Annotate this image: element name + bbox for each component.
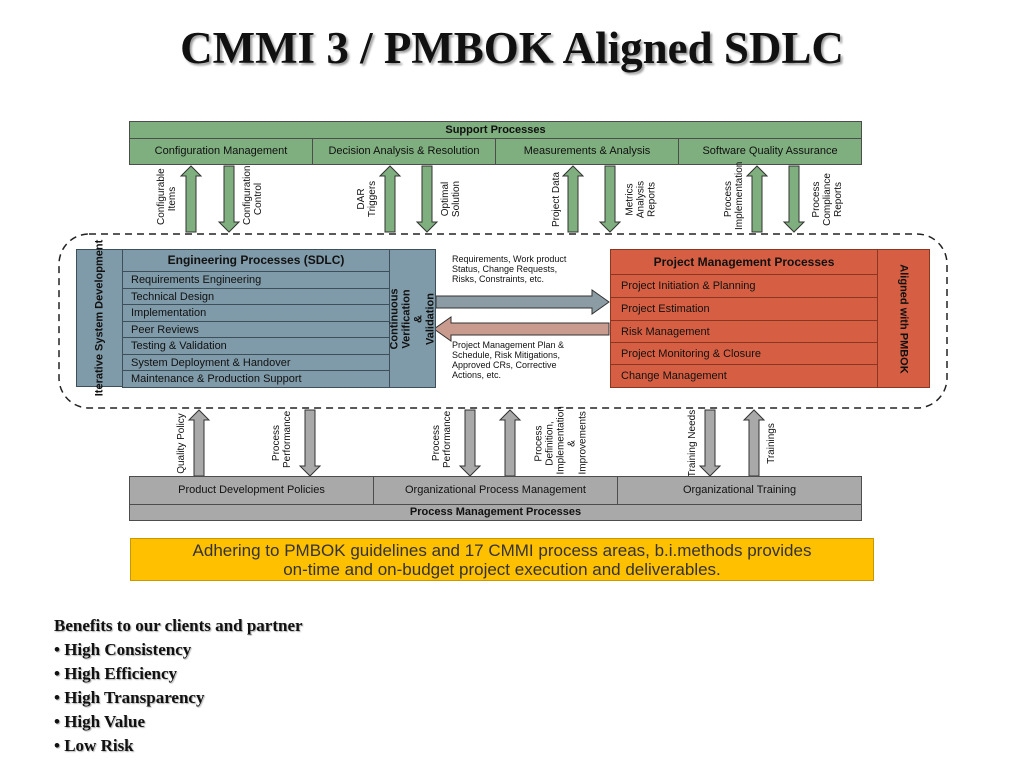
label-process-performance-1: Process Performance <box>271 410 293 468</box>
label-project-data: Project Data <box>551 171 563 227</box>
arrow-up-quality-policy <box>187 409 211 477</box>
label-trainings: Trainings <box>765 422 777 464</box>
arrow-down-process-performance-2 <box>458 409 482 477</box>
label-optimal-solution: Optimal Solution <box>440 180 463 218</box>
pm-header: Project Management Processes <box>610 249 878 275</box>
banner-line-1: Adhering to PMBOK guidelines and 17 CMMI… <box>192 540 812 560</box>
label-metrics-analysis-reports: Metrics Analysis Reports <box>624 180 658 218</box>
benefits-heading: Benefits to our clients and partner <box>54 616 303 635</box>
label-process-compliance-reports: Process Compliance Reports <box>810 172 844 226</box>
label-configurable-items: Configurable Items <box>156 168 178 225</box>
pm-item-monitoring-closure: Project Monitoring & Closure <box>610 342 878 365</box>
arrow-up-configurable-items <box>179 165 203 233</box>
pm-cell-product-development-policies: Product Development Policies <box>129 476 374 505</box>
benefit-item: • Low Risk <box>54 736 134 755</box>
label-quality-policy: Quality Policy <box>175 412 187 474</box>
eng-item-testing-validation: Testing & Validation <box>122 337 390 355</box>
support-cell-decision-analysis: Decision Analysis & Resolution <box>312 138 496 165</box>
summary-banner: Adhering to PMBOK guidelines and 17 CMMI… <box>130 538 874 581</box>
page-title: CMMI 3 / PMBOK Aligned SDLC <box>180 23 844 73</box>
label-training-needs: Training Needs <box>687 409 699 477</box>
eng-item-technical-design: Technical Design <box>122 288 390 305</box>
arrow-up-project-data <box>561 165 585 233</box>
benefit-item: • High Transparency <box>54 688 205 707</box>
pm-item-estimation: Project Estimation <box>610 297 878 321</box>
pm-cell-organizational-training: Organizational Training <box>617 476 862 505</box>
arrow-up-trainings <box>742 409 766 477</box>
pm-cell-organizational-process-management: Organizational Process Management <box>373 476 618 505</box>
banner-line-2: on-time and on-budget project execution … <box>283 559 721 579</box>
arrow-down-optimal-solution <box>415 165 439 233</box>
benefits-list: Benefits to our clients and partner • Hi… <box>54 614 303 758</box>
arrow-down-training-needs <box>698 409 722 477</box>
iterative-system-development-label: Iterative System Development <box>76 240 123 396</box>
label-dar-triggers: DAR Triggers <box>356 180 379 218</box>
support-cell-software-quality-assurance: Software Quality Assurance <box>678 138 862 165</box>
arrow-right-to-pm <box>435 289 610 315</box>
aligned-with-pmbok-label: Aligned with PMBOK <box>877 249 930 388</box>
continuous-verification-label: Continuous Verification & Validation <box>389 249 437 388</box>
pm-item-change-management: Change Management <box>610 364 878 388</box>
arrow-down-configuration-control <box>217 165 241 233</box>
arrow-down-metrics-analysis <box>598 165 622 233</box>
flow-note-to-engineering: Project Management Plan & Schedule, Risk… <box>452 340 565 380</box>
eng-item-maintenance: Maintenance & Production Support <box>122 370 390 388</box>
label-process-definition: Process Definition, Implementation & Imp… <box>533 405 589 474</box>
arrow-up-dar-triggers <box>378 165 402 233</box>
arrow-up-process-implementation <box>745 165 769 233</box>
system-boundary <box>58 233 948 409</box>
eng-item-requirements: Requirements Engineering <box>122 271 390 289</box>
benefit-item: • High Value <box>54 712 145 731</box>
label-process-performance-2: Process Performance <box>431 410 453 468</box>
arrow-down-process-performance-1 <box>298 409 322 477</box>
arrow-up-process-definition <box>498 409 522 477</box>
arrow-down-process-compliance <box>782 165 806 233</box>
eng-item-system-deployment: System Deployment & Handover <box>122 354 390 371</box>
benefit-item: • High Consistency <box>54 640 192 659</box>
benefit-item: • High Efficiency <box>54 664 178 683</box>
flow-note-to-pm: Requirements, Work product Status, Chang… <box>452 254 567 284</box>
label-configuration-control: Configuration Control <box>242 165 264 225</box>
support-cell-measurements-analysis: Measurements & Analysis <box>495 138 679 165</box>
process-management-header: Process Management Processes <box>129 504 862 521</box>
engineering-header: Engineering Processes (SDLC) <box>122 249 390 272</box>
pm-item-risk-management: Risk Management <box>610 320 878 343</box>
label-process-implementation: Process Implementation <box>723 161 745 230</box>
eng-item-peer-reviews: Peer Reviews <box>122 321 390 338</box>
eng-item-implementation: Implementation <box>122 304 390 322</box>
arrow-left-to-engineering <box>433 316 610 342</box>
pm-item-initiation-planning: Project Initiation & Planning <box>610 274 878 298</box>
